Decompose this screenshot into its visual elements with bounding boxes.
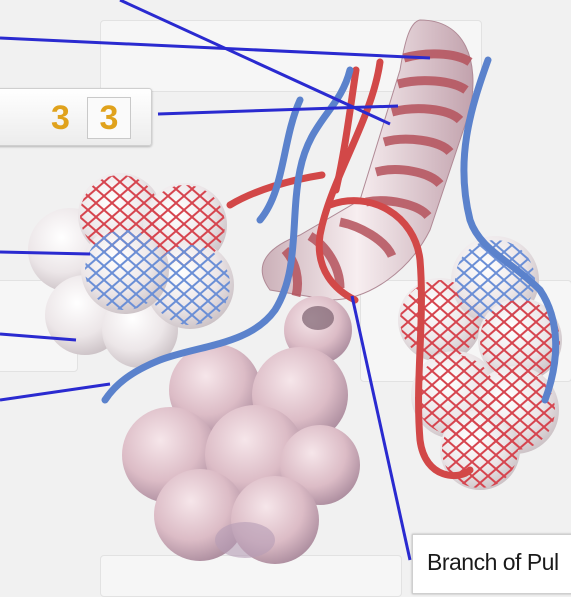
- answer-box[interactable]: 3 3: [0, 88, 152, 146]
- leader-line: [0, 252, 90, 254]
- leader-line: [120, 0, 390, 124]
- answer-number: 3: [51, 99, 70, 138]
- leader-line: [0, 38, 430, 58]
- label-text: Branch of Pul: [427, 549, 559, 576]
- leader-line: [0, 384, 110, 400]
- answer-slot[interactable]: 3: [87, 97, 131, 139]
- label-box-branch-pulmonary[interactable]: Branch of Pul: [412, 534, 571, 594]
